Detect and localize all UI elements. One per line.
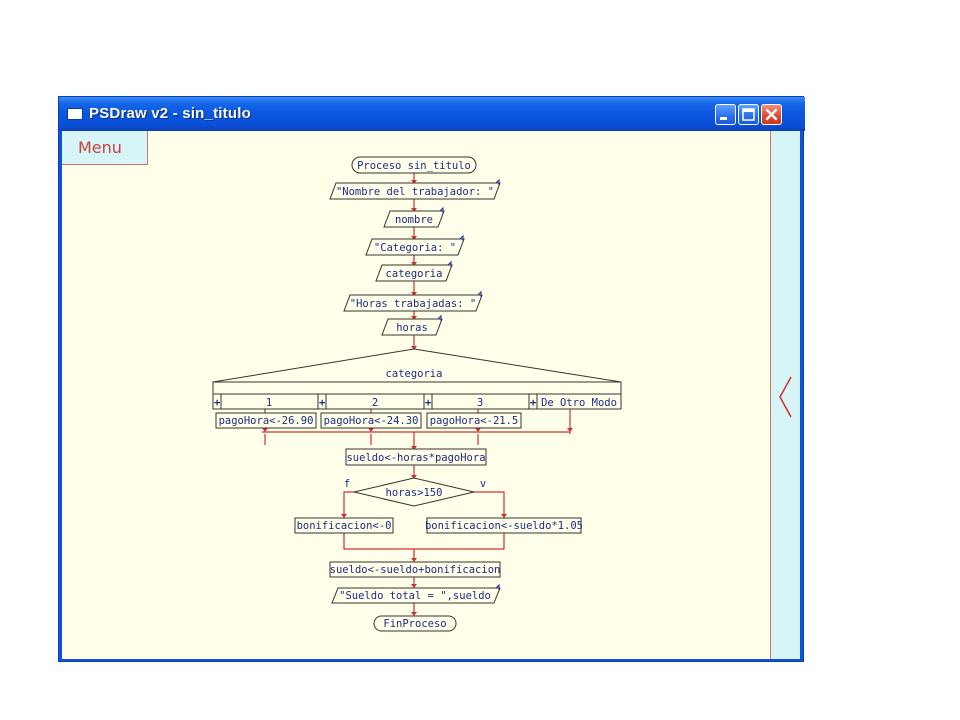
case2-assign-label: pagoHora<-24.30 <box>324 415 419 427</box>
output-categoria-prompt[interactable] <box>365 238 465 256</box>
switch-variable-label: categoria <box>386 368 443 380</box>
case-label-default: De Otro Modo <box>541 397 617 409</box>
assign-pagohora-case2[interactable] <box>320 412 422 429</box>
close-button[interactable] <box>761 104 782 125</box>
case-label-1: 1 <box>266 397 272 409</box>
case3-assign-label: pagoHora<-21.5 <box>430 415 519 427</box>
end-label: FinProceso <box>383 618 446 630</box>
assign-pagohora-case1[interactable] <box>215 412 317 429</box>
assign-bonificacion-true[interactable] <box>426 517 582 534</box>
maximize-button[interactable] <box>738 104 759 125</box>
end-terminal[interactable] <box>373 615 457 632</box>
input-nombre-label: nombre <box>395 214 433 226</box>
close-icon <box>765 108 778 121</box>
assign-sueldo-total-label: sueldo<-sueldo+bonificacion <box>330 564 501 576</box>
input-horas[interactable] <box>381 318 443 336</box>
svg-text:+: + <box>530 397 536 409</box>
svg-text:+: + <box>214 397 220 409</box>
switch-header-band <box>212 381 622 395</box>
app-window-icon <box>67 108 83 120</box>
flowchart: + + + + Proceso sin_titulo "Nombre del trab… <box>212 156 622 632</box>
assign-sueldo-label: sueldo<-horas*pagoHora <box>346 452 485 464</box>
bonificacion-true-label: bonificacion<-sueldo*1.05 <box>425 520 583 532</box>
output-horas-prompt[interactable] <box>343 294 483 312</box>
assign-bonificacion-false[interactable] <box>294 517 394 534</box>
case-label-2: 2 <box>372 397 378 409</box>
menu-button[interactable]: Menu <box>62 131 148 165</box>
decision-label: horas>150 <box>386 487 443 499</box>
minimize-button[interactable] <box>715 104 736 125</box>
chevron-left-icon <box>779 376 792 418</box>
output-sueldo-total[interactable] <box>331 587 501 604</box>
svg-text:+: + <box>319 397 325 409</box>
bonificacion-false-label: bonificacion<-0 <box>297 520 392 532</box>
output-nombre-prompt[interactable] <box>329 182 501 200</box>
window-title: PSDraw v2 - sin_titulo <box>89 105 251 122</box>
output-sueldo-label: "Sueldo total = ",sueldo <box>339 590 491 602</box>
case1-assign-label: pagoHora<-26.90 <box>219 415 314 427</box>
svg-text:+: + <box>425 397 431 409</box>
assign-sueldo[interactable] <box>345 448 487 466</box>
io-markers <box>437 178 500 590</box>
title-bar[interactable]: PSDraw v2 - sin_titulo <box>59 97 805 131</box>
input-horas-label: horas <box>396 322 428 334</box>
output-nombre-label: "Nombre del trabajador: " <box>336 186 494 198</box>
case-label-3: 3 <box>477 397 483 409</box>
assign-pagohora-case3[interactable] <box>426 412 522 429</box>
start-label: Proceso sin_titulo <box>357 160 471 172</box>
output-categoria-label: "Categoria: " <box>374 242 456 254</box>
input-nombre[interactable] <box>383 210 445 228</box>
canvas-area[interactable]: + + + + Proceso sin_titulo "Nombre del trab… <box>62 131 800 659</box>
maximize-icon <box>742 108 755 121</box>
start-terminal[interactable] <box>351 156 477 174</box>
false-branch-label: f <box>344 478 350 490</box>
connector-arrows <box>262 180 573 616</box>
menu-label: Menu <box>78 138 122 157</box>
input-categoria-label: categoria <box>386 268 443 280</box>
assign-sueldo-total[interactable] <box>329 561 501 578</box>
app-window: PSDraw v2 - sin_titulo <box>58 96 805 662</box>
input-categoria[interactable] <box>375 264 453 282</box>
output-horas-label: "Horas trabajadas: " <box>350 298 476 310</box>
decision-horas[interactable] <box>353 477 475 507</box>
minimize-icon <box>720 117 727 120</box>
case-markers: + + + + <box>214 397 536 409</box>
side-panel-toggle[interactable] <box>770 131 800 659</box>
true-branch-label: v <box>480 478 486 490</box>
